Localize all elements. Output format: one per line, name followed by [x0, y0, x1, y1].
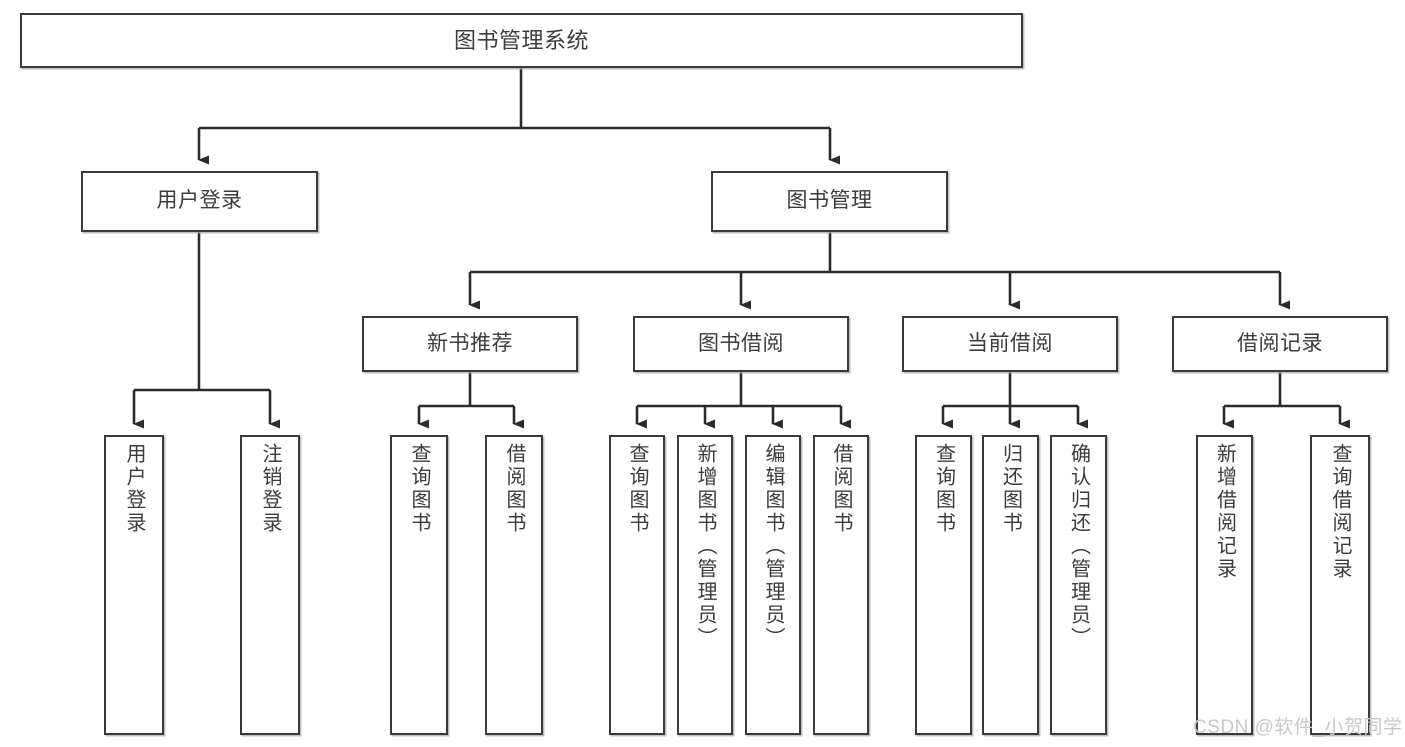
- node-new-book-recommend[interactable]: 新书推荐: [362, 316, 578, 372]
- node-label: 新增图书（管理员）: [694, 443, 716, 650]
- node-root-system[interactable]: 图书管理系统: [20, 13, 1023, 68]
- node-label: 图书管理: [786, 189, 873, 213]
- node-label: 借阅图书: [830, 443, 852, 535]
- node-label: 确认归还（管理员）: [1067, 443, 1090, 650]
- leaf-edit-book-admin[interactable]: 编辑图书（管理员）: [745, 435, 801, 735]
- node-label: 借阅图书: [503, 443, 525, 535]
- leaf-borrow-book[interactable]: 借阅图书: [813, 435, 869, 735]
- leaf-query-book-current[interactable]: 查询图书: [915, 435, 972, 735]
- leaf-add-borrow-record[interactable]: 新增借阅记录: [1196, 435, 1253, 735]
- node-label: 用户登录: [123, 443, 145, 535]
- node-label: 新增借阅记录: [1213, 443, 1236, 581]
- node-label: 新书推荐: [427, 331, 513, 355]
- leaf-user-login[interactable]: 用户登录: [104, 435, 164, 735]
- node-label: 查询图书: [626, 443, 648, 535]
- node-label: 当前借阅: [967, 331, 1053, 355]
- node-label: 注销登录: [259, 443, 281, 535]
- leaf-query-borrow-record[interactable]: 查询借阅记录: [1310, 435, 1370, 735]
- node-label: 归还图书: [999, 443, 1022, 535]
- node-book-borrow[interactable]: 图书借阅: [633, 316, 849, 372]
- leaf-confirm-return-admin[interactable]: 确认归还（管理员）: [1050, 435, 1107, 735]
- leaf-add-book-admin[interactable]: 新增图书（管理员）: [677, 435, 733, 735]
- node-borrow-records[interactable]: 借阅记录: [1172, 316, 1388, 372]
- node-label: 查询图书: [932, 443, 955, 535]
- node-label: 编辑图书（管理员）: [762, 443, 784, 650]
- node-label: 查询借阅记录: [1329, 443, 1351, 581]
- node-book-management[interactable]: 图书管理: [711, 171, 948, 232]
- edges-newbook-to-leaves: [417, 372, 524, 429]
- node-label: 图书管理系统: [453, 27, 589, 53]
- edges-bookmgmt-to-level3: [468, 232, 1290, 310]
- node-label: 图书借阅: [698, 331, 784, 355]
- edges-userlogin-to-leaves: [132, 232, 280, 429]
- edges-records-to-leaves: [1222, 372, 1350, 429]
- leaf-query-book-borrow[interactable]: 查询图书: [609, 435, 665, 735]
- leaf-borrow-book-recommend[interactable]: 借阅图书: [485, 435, 543, 735]
- leaf-query-book-recommend[interactable]: 查询图书: [390, 435, 448, 735]
- node-current-borrow[interactable]: 当前借阅: [902, 316, 1118, 372]
- edges-current-to-leaves: [941, 372, 1088, 429]
- edges-root-to-level2: [197, 68, 840, 165]
- node-user-login[interactable]: 用户登录: [81, 171, 318, 232]
- leaf-return-book[interactable]: 归还图书: [982, 435, 1039, 735]
- edges-borrow-to-leaves: [635, 372, 851, 429]
- node-label: 查询图书: [408, 443, 430, 535]
- node-label: 用户登录: [156, 189, 243, 213]
- leaf-logout[interactable]: 注销登录: [240, 435, 300, 735]
- csdn-watermark: CSDN @软件_小贺同学: [1193, 717, 1403, 738]
- node-label: 借阅记录: [1237, 331, 1323, 355]
